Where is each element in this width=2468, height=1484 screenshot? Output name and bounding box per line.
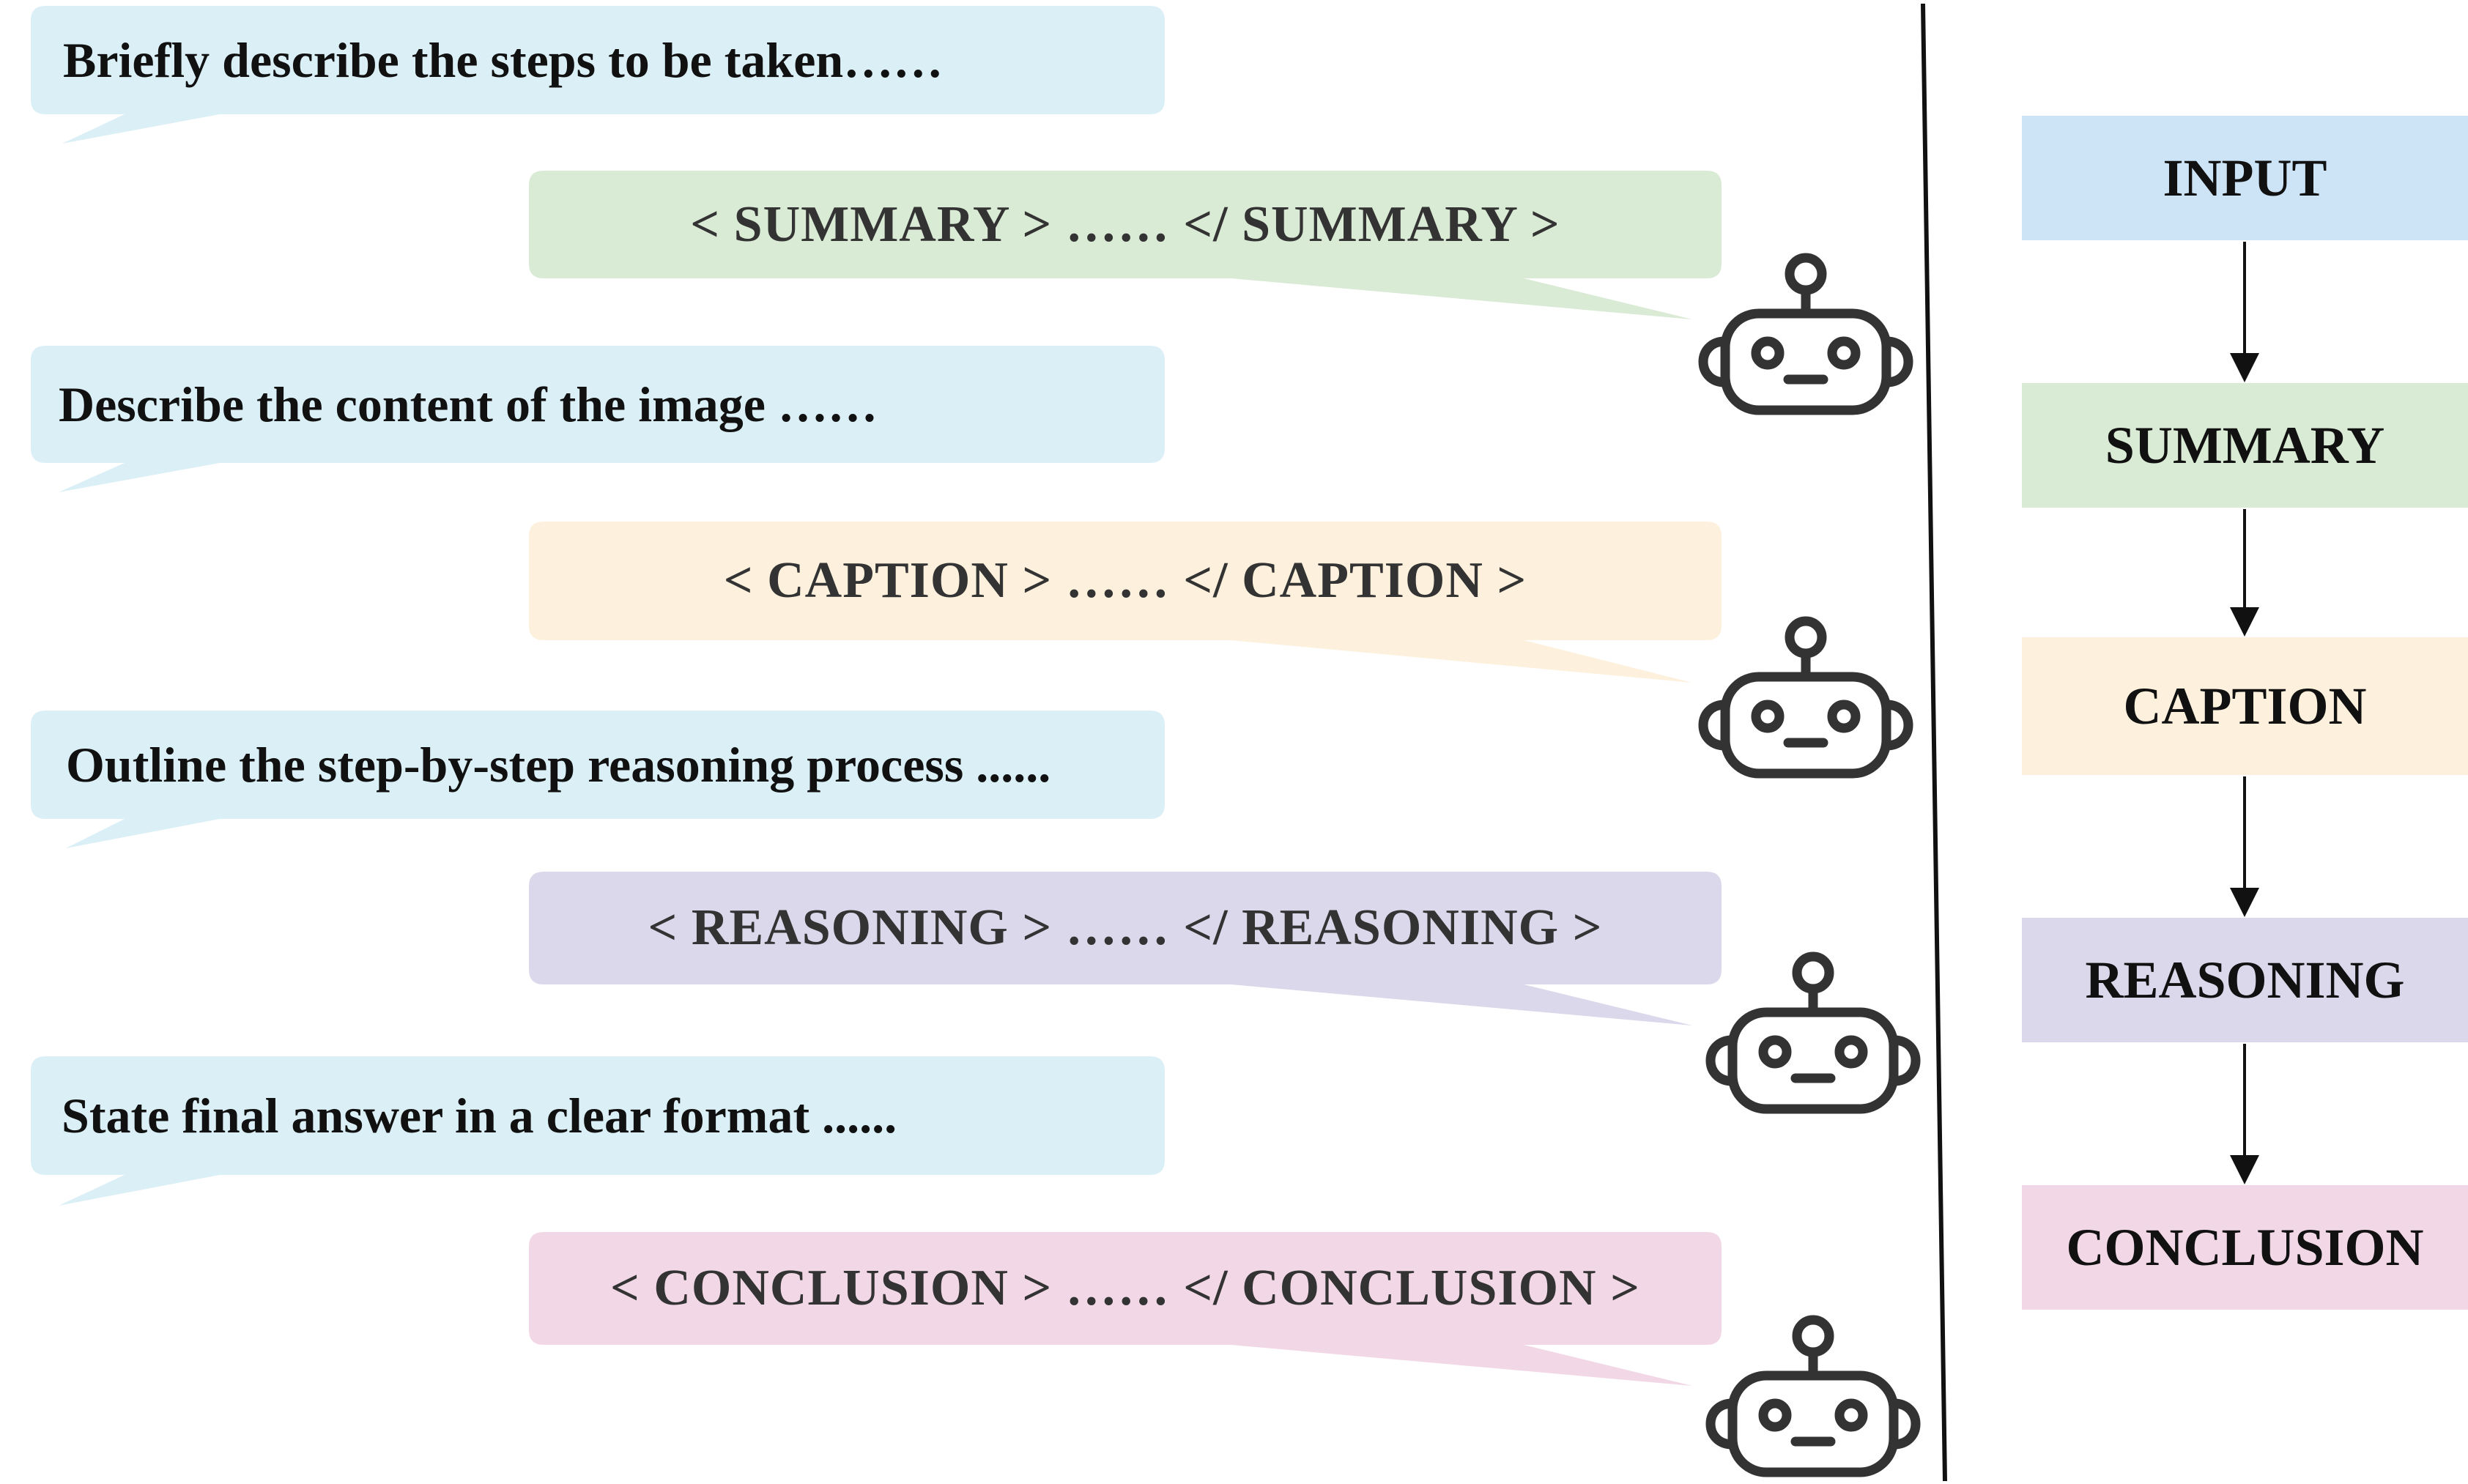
user-bubble-2 <box>31 346 1165 492</box>
user-bubble-4 <box>31 1056 1165 1206</box>
panel-divider <box>1921 3 1947 1482</box>
stage-label-input: INPUT <box>2163 148 2327 207</box>
stage-box-reasoning <box>2022 918 2468 1042</box>
assistant-reply: < SUMMARY > …… </ SUMMARY > <box>690 196 1560 253</box>
stage-box-summary <box>2022 383 2468 508</box>
robot-icon <box>1711 957 1916 1109</box>
reply-bubble-4 <box>529 1232 1722 1386</box>
assistant-reply: < CONCLUSION > …… </ CONCLUSION > <box>609 1260 1641 1316</box>
stage-label-caption: CAPTION <box>2123 676 2367 735</box>
pipeline-flow <box>2022 116 2468 1310</box>
stage-label-summary: SUMMARY <box>2105 415 2385 475</box>
user-prompt: Outline the step-by-step reasoning proce… <box>66 736 1051 793</box>
stage-label-conclusion: CONCLUSION <box>2066 1217 2424 1277</box>
stage-box-caption <box>2022 637 2468 775</box>
reply-bubble-3 <box>529 872 1722 1025</box>
user-bubble-3 <box>31 711 1165 848</box>
stage-box-input <box>2022 116 2468 240</box>
stage-box-conclusion <box>2022 1185 2468 1310</box>
robot-icon <box>1703 258 1908 410</box>
user-prompt: Describe the content of the image …… <box>59 376 878 432</box>
user-prompt: State final answer in a clear format ...… <box>62 1087 897 1143</box>
assistant-reply: < REASONING > …… </ REASONING > <box>648 899 1603 956</box>
user-prompt: Briefly describe the steps to be taken…… <box>63 31 944 88</box>
stage-label-reasoning: REASONING <box>2085 950 2405 1009</box>
reply-bubble-2 <box>529 522 1722 683</box>
reply-bubble-1 <box>529 171 1722 319</box>
robot-icon <box>1711 1320 1916 1472</box>
robot-icon <box>1703 621 1908 773</box>
assistant-reply: < CAPTION > …… </ CAPTION > <box>723 552 1527 609</box>
user-bubble-1 <box>31 6 1165 144</box>
